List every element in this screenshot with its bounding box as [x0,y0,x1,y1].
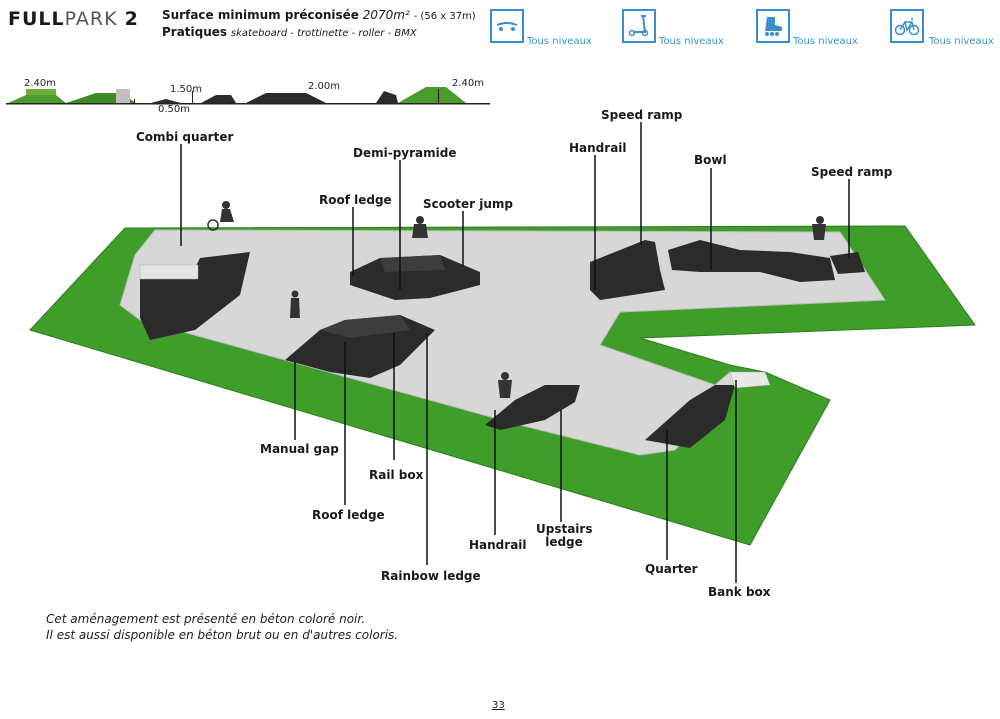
practice-level: Tous niveaux [793,36,858,47]
practice-scooter: Tous niveaux [622,9,762,49]
label-combi-quarter: Combi quarter [136,130,234,144]
practice-level: Tous niveaux [929,36,994,47]
demi-pyramide [350,255,480,300]
note-line-2: Il est aussi disponible en béton brut ou… [46,628,399,642]
label-handrail: Handrail [569,141,627,155]
practice-skateboard: Tous niveaux [490,9,630,49]
surface-dims: - (56 x 37m) [413,11,476,22]
practice-level: Tous niveaux [659,36,724,47]
material-note: Cet aménagement est présenté en béton co… [46,611,398,643]
label-handrail-2: Handrail [469,538,527,552]
label-rainbow-ledge: Rainbow ledge [381,569,481,583]
practices-list: skateboard - trottinette - roller - BMX [230,28,417,39]
label-roof-ledge-2: Roof ledge [312,508,385,522]
label-bank-box: Bank box [708,585,771,599]
label-scooter-jump: Scooter jump [423,197,513,211]
dim-label: 2.00m [308,81,341,92]
label-speed-ramp: Speed ramp [601,108,683,122]
label-demi-pyramide: Demi-pyramide [353,146,457,160]
profile-section [6,75,490,115]
note-line-1: Cet aménagement est présenté en béton co… [46,612,366,626]
skateboard-icon [490,9,524,43]
bowl [668,240,835,282]
page-number: 33 [492,700,505,711]
leader-lines [180,122,850,583]
label-speed-ramp-2: Speed ramp [811,165,893,179]
dim-label: 0.50m [158,104,191,115]
surface-value: 2070m² [362,8,410,22]
roller-icon [756,9,790,43]
label-upstairs-ledge: Upstairs ledge [536,522,593,549]
label-quarter: Quarter [645,562,698,576]
dim-label: 1.50m [170,84,203,95]
rider-figures [207,201,826,398]
bank-box [729,371,771,389]
dim-label: 2.40m [452,78,485,89]
practice-roller: Tous niveaux [756,9,896,49]
label-bowl: Bowl [694,153,727,167]
label-manual-gap: Manual gap [260,442,339,456]
label-rail-box: Rail box [369,468,424,482]
dim-label: 2.40m [24,78,57,89]
surface-label: Surface minimum préconisée [162,8,359,22]
practices-line: Pratiques skateboard - trottinette - rol… [162,25,417,39]
scooter-icon [622,9,656,43]
upstairs-ledge [485,385,580,430]
label-roof-ledge: Roof ledge [319,193,392,207]
brand-bold: FULL [8,8,65,30]
brand-number: 2 [124,8,139,30]
bmx-icon [890,9,924,43]
practice-level: Tous niveaux [527,36,592,47]
brand-title: FULLPARK 2 [8,8,139,30]
brand-light: PARK [64,8,118,30]
practices-label: Pratiques [162,25,228,39]
practice-bmx: Tous niveaux [890,9,1000,49]
surface-line: Surface minimum préconisée 2070m² - (56 … [162,8,476,22]
speed-ramp-module [590,240,665,300]
